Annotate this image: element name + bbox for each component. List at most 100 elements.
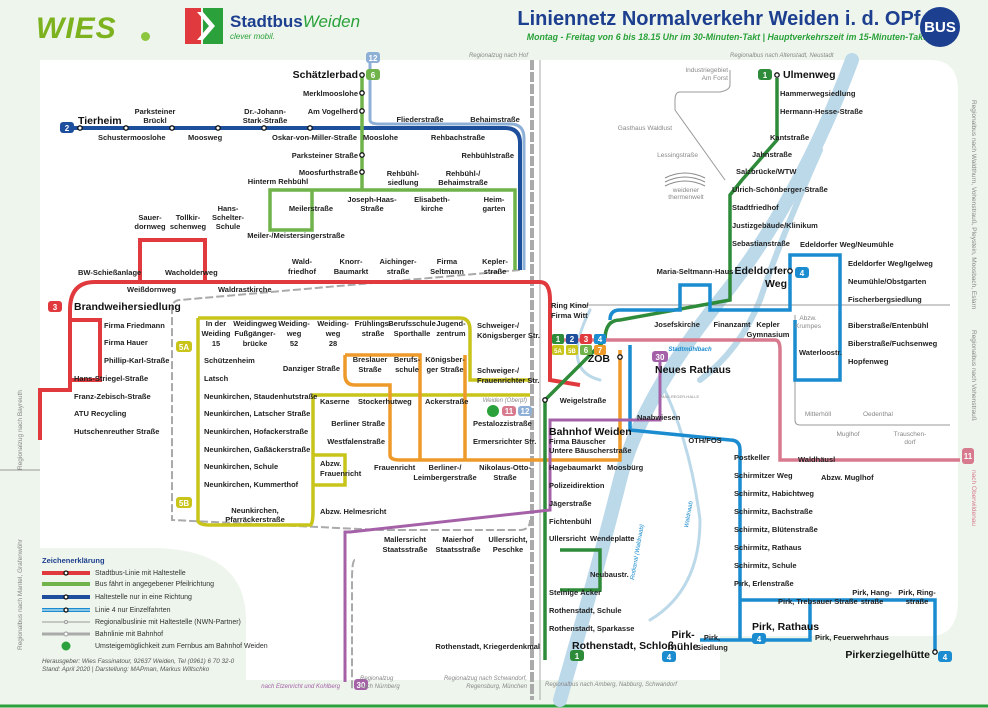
stop-marker[interactable] <box>932 649 938 655</box>
stop-label[interactable]: Tollkir- <box>176 213 201 222</box>
stop-marker[interactable] <box>123 125 129 131</box>
stop-label[interactable]: kirche <box>421 204 443 213</box>
stop-label[interactable]: Rehbühl- <box>387 169 420 178</box>
stop-label[interactable]: Latsch <box>204 374 229 383</box>
stop-label[interactable]: Fliederstraße <box>396 115 443 124</box>
stop-label[interactable]: Ring Kino/ <box>551 301 589 310</box>
stop-marker[interactable] <box>261 125 267 131</box>
stop-label[interactable]: Biberstraße/Fuchsenweg <box>848 339 938 348</box>
stop-label[interactable]: Fichtenbühl <box>549 517 592 526</box>
stop-label[interactable]: Neumühle/Obstgarten <box>848 277 927 286</box>
stop-label[interactable]: dornweg <box>134 222 166 231</box>
stop-label-pirk-rathaus[interactable]: Pirk, Rathaus <box>752 621 819 633</box>
stop-label[interactable]: Firma <box>437 257 458 266</box>
stop-label[interactable]: Jägerstraße <box>549 499 592 508</box>
stop-label[interactable]: Hagebaumarkt <box>549 463 602 472</box>
stop-label[interactable]: ger Straße <box>426 365 463 374</box>
stop-label[interactable]: Rehbühlstraße <box>461 151 514 160</box>
stop-label[interactable]: Hans- <box>218 204 239 213</box>
stop-label[interactable]: schule <box>395 365 419 374</box>
stop-label[interactable]: Jahnstraße <box>752 150 792 159</box>
stop-marker[interactable] <box>359 90 365 96</box>
stop-label[interactable]: Hopfenweg <box>848 357 889 366</box>
stop-label[interactable]: Postkeller <box>734 453 770 462</box>
stop-label[interactable]: Edeldorfer Weg/Neumühle <box>800 240 894 249</box>
stop-label-edeldorfer-2[interactable]: Weg <box>765 278 787 290</box>
stop-label[interactable]: Berliner-/ <box>429 463 463 472</box>
stop-label[interactable]: Schützenheim <box>204 356 255 365</box>
stop-label[interactable]: Staatsstraße <box>435 545 480 554</box>
stop-label[interactable]: Oskar-von-Miller-Straße <box>272 133 357 142</box>
stop-label[interactable]: Firma Friedmann <box>104 321 165 330</box>
stop-label[interactable]: Rehbachstraße <box>431 133 485 142</box>
stop-label[interactable]: OTH/FOS <box>688 436 721 445</box>
stop-label[interactable]: Straße <box>493 473 516 482</box>
stop-label[interactable]: Ullersricht <box>549 534 587 543</box>
stop-label[interactable]: Sporthalle <box>394 329 431 338</box>
stop-marker[interactable] <box>542 397 548 403</box>
stop-label[interactable]: Phillip-Karl-Straße <box>104 356 169 365</box>
stop-label[interactable]: Behaimstraße <box>470 115 520 124</box>
stop-label[interactable]: Neunkirchen, Schule <box>204 462 278 471</box>
stop-label[interactable]: Schweiger-/ <box>477 321 520 330</box>
stop-marker[interactable] <box>359 108 365 114</box>
stop-label-bahnhof[interactable]: Bahnhof Weiden <box>549 426 632 438</box>
stop-label[interactable]: straße <box>362 329 385 338</box>
stop-label[interactable]: Pirk, Hang- <box>852 588 892 597</box>
stop-label[interactable]: Pestalozzistraße <box>473 419 532 428</box>
stop-label[interactable]: friedhof <box>288 267 316 276</box>
stop-label[interactable]: Salzbrücke/WTW <box>736 167 797 176</box>
stop-label[interactable]: Abzw. Helmesricht <box>320 507 387 516</box>
stop-label[interactable]: ATU Recycling <box>74 409 127 418</box>
stop-label[interactable]: Siedlung <box>696 643 728 652</box>
stop-label[interactable]: Meilerstraße <box>289 204 333 213</box>
stop-label[interactable]: Wald- <box>292 257 313 266</box>
stop-label[interactable]: Rothenstadt, Schule <box>549 606 622 615</box>
stop-label[interactable]: Untere Bäuscherstraße <box>549 446 632 455</box>
stop-marker[interactable] <box>307 125 313 131</box>
stop-label[interactable]: 52 <box>290 339 298 348</box>
stop-label[interactable]: Kantstraße <box>770 133 809 142</box>
stop-label[interactable]: Schirmitz, Rathaus <box>734 543 802 552</box>
stop-label[interactable]: Waterloostr. <box>799 348 842 357</box>
stop-marker[interactable] <box>359 152 365 158</box>
stop-label[interactable]: Merklmooslohe <box>303 89 358 98</box>
stop-label[interactable]: Frauenrichter Str. <box>477 376 540 385</box>
stop-label-pirkerziegel[interactable]: Pirkerziegelhütte <box>845 649 930 661</box>
stop-label[interactable]: Stark-Straße <box>243 116 288 125</box>
stop-label[interactable]: Weißdornweg <box>127 285 176 294</box>
stop-label[interactable]: Pirk, Feuerwehrhaus <box>815 633 889 642</box>
stop-label[interactable]: Maria-Seltmann-Haus <box>657 267 734 276</box>
stop-label[interactable]: Schirmitz, Bachstraße <box>734 507 813 516</box>
stop-label[interactable]: Weigelstraße <box>560 396 607 405</box>
stop-label[interactable]: Neunkirchen, Kummerthof <box>204 480 299 489</box>
stop-label[interactable]: Stadtfriedhof <box>732 203 779 212</box>
stop-label[interactable]: garten <box>483 204 506 213</box>
stop-label[interactable]: Sebastianstraße <box>732 239 790 248</box>
stop-label-zob[interactable]: ZOB <box>588 353 611 365</box>
stop-label[interactable]: Straße <box>358 365 381 374</box>
stop-label[interactable]: Heim- <box>484 195 505 204</box>
stop-label[interactable]: Abzw. Muglhof <box>821 473 874 482</box>
stop-label[interactable]: Biberstraße/Entenbühl <box>848 321 928 330</box>
stop-label[interactable]: Mallersricht <box>384 535 427 544</box>
stop-label[interactable]: Schweiger-/ <box>477 366 520 375</box>
stop-label[interactable]: Pirk- <box>671 629 695 641</box>
stop-label[interactable]: Abzw. <box>320 459 341 468</box>
stop-label[interactable]: mühle <box>668 641 699 653</box>
stop-label[interactable]: Neunkirchen, Staudenhutstraße <box>204 392 317 401</box>
stop-label[interactable]: Pfarräckerstraße <box>225 515 285 524</box>
stop-label[interactable]: Rothenstadt, Kriegerdenkmal <box>435 642 540 651</box>
stop-label[interactable]: siedlung <box>388 178 419 187</box>
stop-label[interactable]: Pirk, Ring- <box>898 588 936 597</box>
stop-label[interactable]: Nikolaus-Otto- <box>479 463 531 472</box>
stop-label[interactable]: Polizeidirektion <box>549 481 605 490</box>
stop-label[interactable]: Schirmitz, Habichtweg <box>734 489 814 498</box>
stop-label[interactable]: Waldhäusl <box>798 455 835 464</box>
stop-label[interactable]: Josefskirche <box>654 320 700 329</box>
stop-label[interactable]: Weiding- <box>278 319 310 328</box>
stop-label[interactable]: Hammerwegsiedlung <box>780 89 856 98</box>
stop-label[interactable]: Brückl <box>143 116 166 125</box>
stop-label[interactable]: Weiding- <box>317 319 349 328</box>
stop-label[interactable]: Wendeplatte <box>590 534 634 543</box>
